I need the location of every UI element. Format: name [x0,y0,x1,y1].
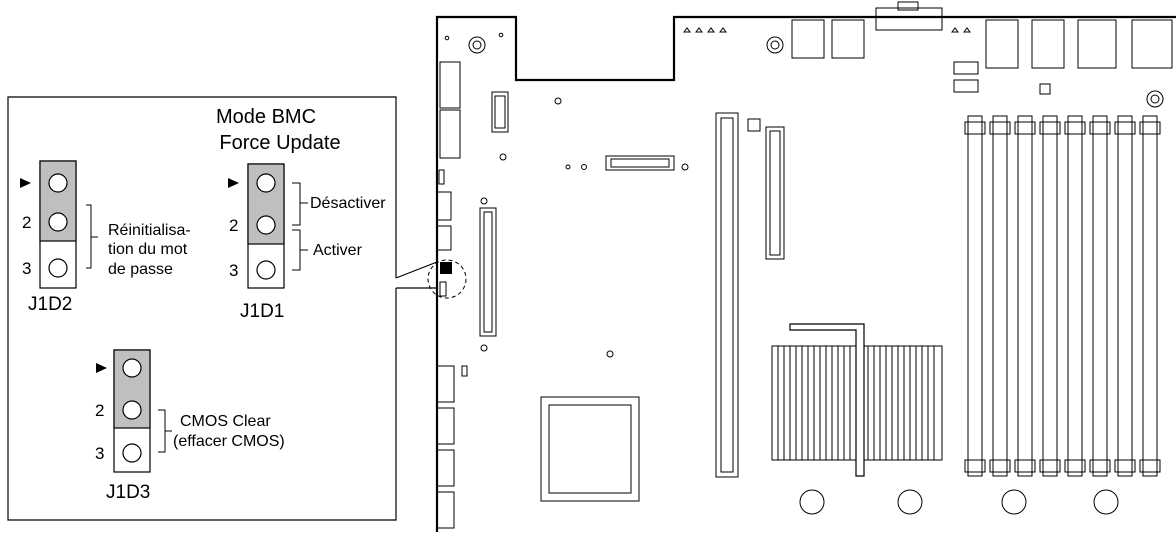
pin-2 [122,400,142,420]
j1d2-label-line3: de passe [108,261,173,278]
pin-1-arrow-icon [228,178,239,188]
j1d2-pin2-label: 2 [22,213,31,232]
pin-1 [122,358,142,378]
dimm-slots [964,115,1161,477]
jumper-j1d1: 2 3 J1D1 [228,163,308,322]
callout-title-line1: Mode BMC [216,106,316,128]
j1d3-name: J1D3 [106,482,150,503]
callout-title-line2: Force Update [219,132,340,154]
jumper-j1d2: 2 3 J1D2 [20,160,98,315]
j1d2-label-line2: tion du mot [108,241,188,258]
callout-box [7,96,467,521]
pin-1 [256,173,276,193]
j1d3-pin3-label: 3 [95,444,104,463]
rear-io-connectors [683,1,1173,95]
pin-3 [48,258,68,278]
pin-2 [256,215,276,235]
callout-highlight-circle [427,259,467,299]
j1d1-pin3-label: 3 [229,261,238,280]
j1d1-pin2-label: 2 [229,216,238,235]
jumper-j1d3: 2 3 J1D3 [95,349,172,503]
j1d2-name: J1D2 [28,294,72,315]
motherboard [435,1,1176,532]
pin-3 [256,260,276,280]
j1d3-label-line1: CMOS Clear [180,413,271,430]
pin-1-arrow-icon [96,363,107,373]
j1d1-label-enable: Activer [313,242,363,259]
pin-3 [122,443,142,463]
pin-1 [48,173,68,193]
pin-2 [48,212,68,232]
j1d3-pin2-label: 2 [95,401,104,420]
j1d2-label-line1: Réinitialisa- [108,222,191,239]
j1d1-label-disable: Désactiver [310,195,386,212]
j1d1-name: J1D1 [240,301,284,322]
pin-1-arrow-icon [20,178,31,188]
j1d3-label-line2: (effacer CMOS) [173,433,285,450]
j1d2-pin3-label: 3 [22,259,31,278]
